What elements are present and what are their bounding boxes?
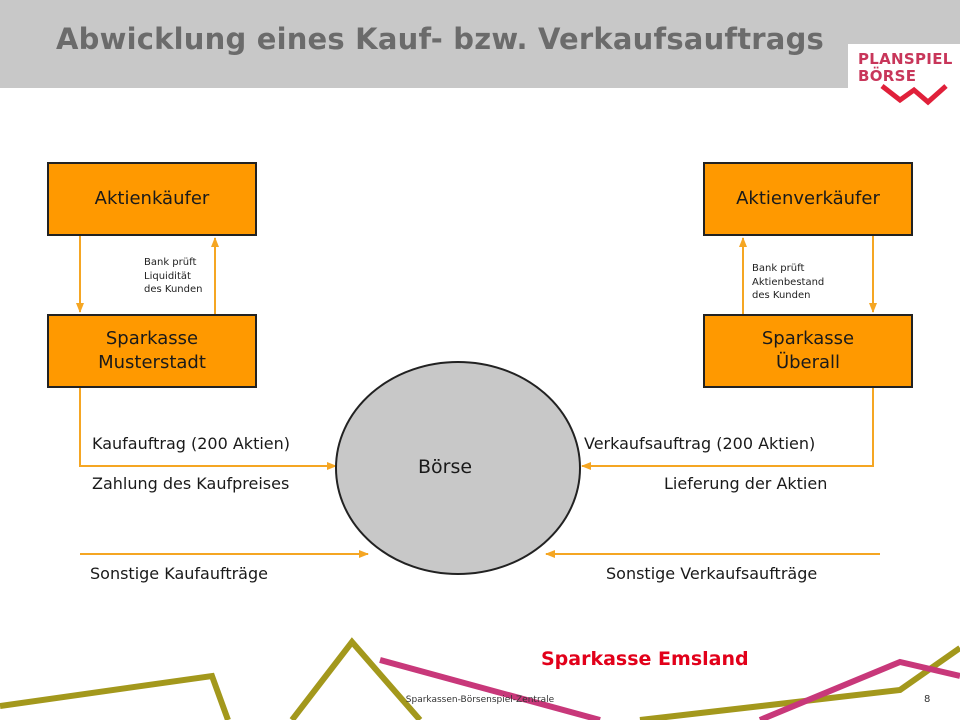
decorative-olive-line-3: [639, 645, 960, 720]
seller-bank-line2: Überall: [775, 352, 841, 373]
sell-order-flow-arrow: [581, 388, 874, 470]
seller-check-note: Bank prüft Aktienbestand des Kunden: [752, 262, 824, 303]
planspiel-boerse-logo: [848, 44, 960, 112]
buyer-check-note: Bank prüft Liquidität des Kunden: [144, 256, 202, 297]
buyer-check-line2: Liquidität: [144, 270, 191, 282]
buyer-bank-line2: Musterstadt: [98, 352, 206, 373]
payment-label: Zahlung des Kaufpreises: [92, 474, 290, 493]
slide-title: Abwicklung eines Kauf- bzw. Verkaufsauft…: [56, 22, 824, 56]
decorative-olive-line: [0, 672, 231, 720]
other-buy-orders-label: Sonstige Kaufaufträge: [90, 564, 268, 583]
seller-customer-box: Aktienverkäufer: [703, 162, 913, 236]
logo-zigzag-icon: [880, 84, 948, 106]
seller-check-line1: Bank prüft: [752, 263, 805, 274]
brand-name: Sparkasse Emsland: [541, 648, 749, 670]
other-sell-orders-label: Sonstige Verkaufsaufträge: [606, 564, 818, 583]
delivery-label: Lieferung der Aktien: [664, 474, 828, 493]
buyer-check-line3: des Kunden: [144, 284, 203, 295]
seller-check-line2: Aktienbestand: [752, 276, 825, 288]
seller-customer-label: Aktienverkäufer: [736, 187, 880, 209]
buyer-customer-label: Aktienkäufer: [94, 187, 210, 209]
sell-order-label: Verkaufsauftrag (200 Aktien): [584, 434, 816, 453]
footer-text: Sparkassen-Börsenspiel-Zentrale: [405, 695, 555, 705]
buy-order-flow-arrow: [79, 388, 337, 470]
seller-bank-box: Sparkasse Überall: [703, 314, 913, 388]
exchange-ellipse: [335, 361, 581, 575]
header-band: [0, 0, 960, 88]
buyer-bank-line1: Sparkasse: [105, 327, 199, 349]
buyer-customer-box: Aktienkäufer: [47, 162, 257, 236]
buy-order-label: Kaufauftrag (200 Aktien): [92, 434, 291, 453]
buyer-check-line1: Bank prüft: [144, 257, 197, 268]
buyer-bank-box: Sparkasse Musterstadt: [47, 314, 257, 388]
exchange-label: Börse: [418, 456, 473, 478]
seller-check-line3: des Kunden: [752, 290, 811, 301]
page-number: 8: [924, 694, 931, 705]
decorative-magenta-line: [379, 657, 601, 720]
seller-bank-line1: Sparkasse: [761, 327, 855, 349]
logo-text-line2: BÖRSE: [858, 67, 917, 85]
logo-text-line1: PLANSPIEL: [858, 50, 953, 68]
decorative-magenta-line-2: [758, 658, 960, 720]
decorative-olive-line-2: [289, 637, 423, 720]
